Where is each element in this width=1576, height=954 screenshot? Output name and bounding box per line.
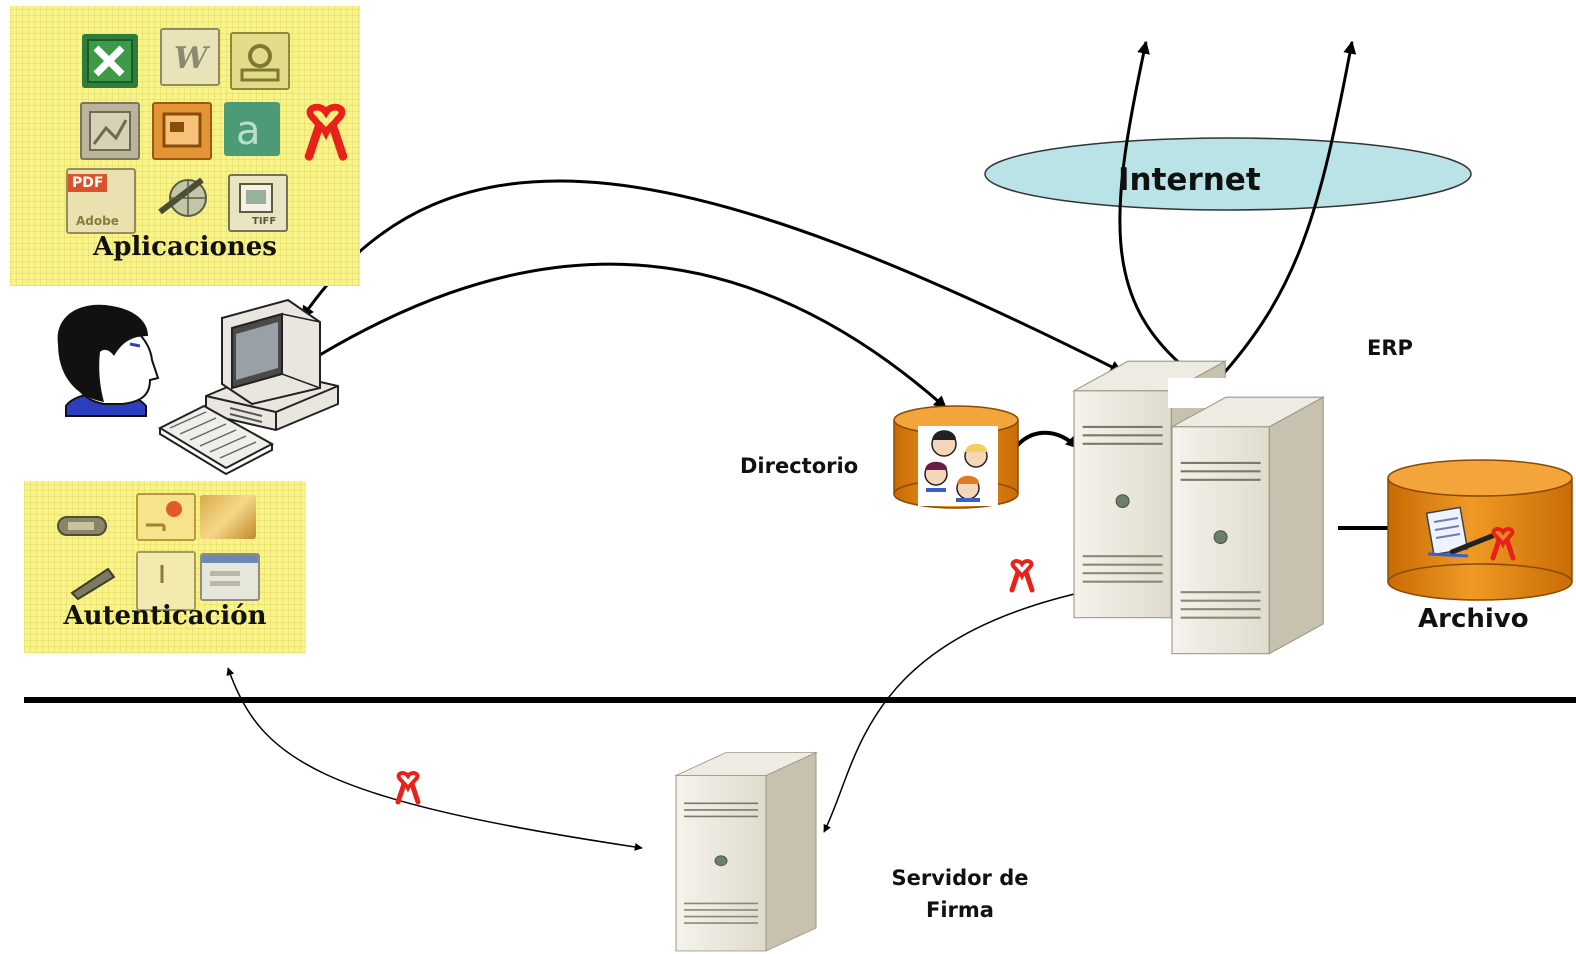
archive-database xyxy=(1387,459,1573,601)
internet-label: Internet xyxy=(1118,162,1261,198)
signature-server-label: Servidor de Firma xyxy=(891,866,1029,922)
internet-uplink-arrow-2 xyxy=(1214,40,1357,384)
visio-icon: a xyxy=(224,102,280,156)
erp-label: ERP xyxy=(1367,336,1413,360)
workstation xyxy=(157,298,339,476)
authentication-title: Autenticación xyxy=(63,601,267,631)
card-reader-icon xyxy=(136,551,196,611)
svg-text:a: a xyxy=(236,108,261,154)
svg-text:TIFF: TIFF xyxy=(252,216,276,227)
image-icon xyxy=(80,102,140,160)
signature-ribbon-icon xyxy=(298,102,354,162)
svg-text:W: W xyxy=(174,41,211,76)
directory-database xyxy=(893,405,1019,509)
login-window-icon xyxy=(200,553,260,601)
pdf-icon: PDF Adobe xyxy=(66,168,136,234)
keycard-icon xyxy=(136,493,196,541)
pc-erp-arrow xyxy=(300,179,1124,374)
signature-ribbon-icon xyxy=(398,773,418,802)
excel-icon xyxy=(82,34,138,88)
project-icon xyxy=(230,32,290,90)
usb-key-icon xyxy=(66,557,122,601)
internet-uplink-arrow-1 xyxy=(1118,40,1191,374)
authentication-panel: Autenticación xyxy=(24,481,306,653)
signed-document-icon xyxy=(1425,506,1495,558)
signature-ribbon-icon xyxy=(1012,561,1032,590)
web-globe-icon xyxy=(156,172,212,226)
erp-server-front xyxy=(1170,396,1325,655)
applications-title: Aplicaciones xyxy=(93,232,277,262)
directory-erp-link xyxy=(1010,430,1080,454)
token-icon xyxy=(54,503,110,547)
smartcard-icon xyxy=(200,495,256,539)
erp-signature-arrow xyxy=(823,587,1093,833)
applications-panel: W a PDF Adobe TIFF Aplicaciones xyxy=(10,6,360,286)
pc-directory-arrow xyxy=(317,262,947,410)
tiff-icon: TIFF xyxy=(228,174,288,232)
signature-server xyxy=(675,751,817,952)
users-group-icon xyxy=(924,430,988,502)
auth-signature-arrow xyxy=(226,667,643,851)
internet-cloud xyxy=(984,137,1472,211)
word-icon: W xyxy=(160,28,220,86)
directory-label: Directorio xyxy=(740,454,859,478)
powerpoint-icon xyxy=(152,102,212,160)
archive-label: Archivo xyxy=(1418,604,1529,634)
user-avatar xyxy=(57,304,160,417)
